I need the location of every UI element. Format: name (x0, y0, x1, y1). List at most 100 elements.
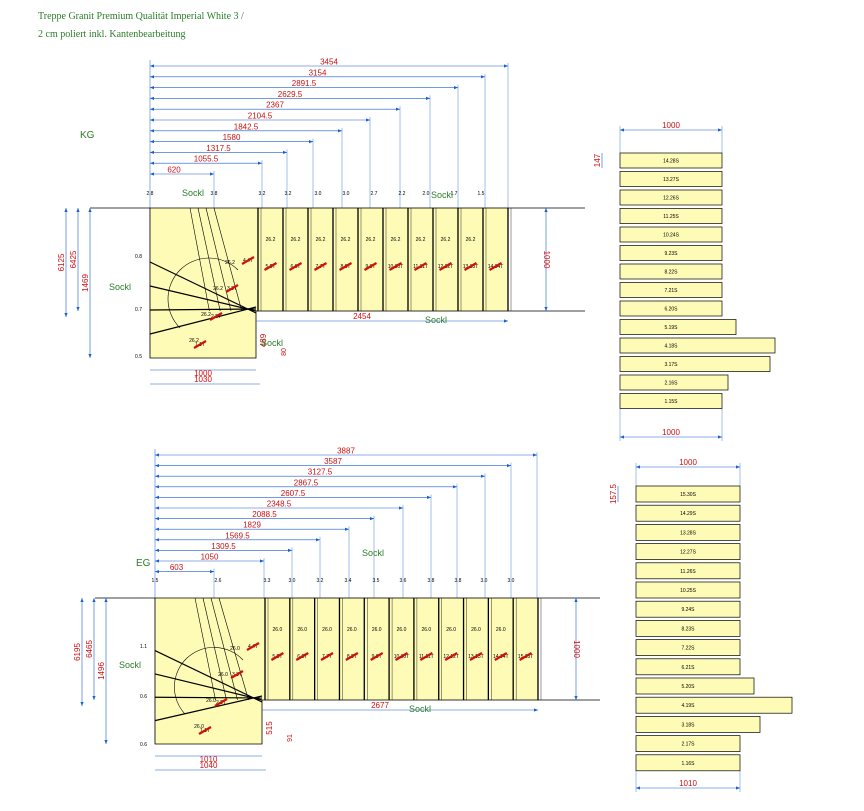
top-dim-arrow (370, 517, 374, 521)
step-depth: 26.0 (322, 627, 332, 633)
slab (619, 300, 723, 317)
top-dimension: 2891.5 (292, 79, 317, 88)
step-depth: 26.2 (416, 237, 426, 243)
red-marker (488, 262, 503, 271)
right-dim-arrow (574, 598, 578, 602)
slab (619, 393, 723, 409)
red-marker (320, 652, 334, 661)
sockel-label: Sockl (109, 282, 131, 292)
top-dim-arrow (258, 161, 262, 165)
slab-label: 3.17S (664, 362, 678, 368)
red-marker (295, 652, 309, 661)
sockel-label: Sockl (431, 190, 453, 200)
left-dim-arrow (104, 598, 108, 602)
slab-width-dimension: 1000 (679, 458, 697, 467)
top-dim-arrow (288, 548, 292, 552)
slab (619, 337, 776, 354)
top-dim-arrow (150, 118, 154, 122)
top-dimension: 3587 (324, 457, 342, 466)
top-dim-arrow (155, 464, 159, 468)
edge-mark: 3.2 (317, 578, 324, 584)
top-dim-arrow (155, 506, 159, 510)
red-marker (444, 652, 458, 661)
step-depth: 26.2 (291, 237, 301, 243)
right-dim-arrow (544, 307, 548, 311)
slab-label: 10.24S (663, 233, 680, 239)
bottom-dimension: 1040 (200, 761, 218, 770)
edge-mark: 3.8 (455, 578, 462, 584)
slab (635, 754, 741, 772)
top-dim-arrow (155, 559, 159, 563)
left-dimension: 1469 (81, 274, 90, 292)
edge-mark: 3.2 (285, 191, 292, 197)
edge-mark: 3.0 (315, 191, 322, 197)
step-depth: 26.2 (466, 237, 476, 243)
slab-label: 6.21S (681, 665, 695, 671)
right-dimension: 1000 (572, 640, 581, 658)
bottom-dimension: 489 (259, 333, 268, 347)
slab (635, 600, 741, 618)
red-marker (313, 262, 328, 271)
floor-title: EG (136, 558, 151, 569)
straight-flight (264, 597, 539, 701)
slab-dim-arrow (620, 435, 624, 439)
red-marker (438, 262, 453, 271)
top-dim-arrow (150, 161, 154, 165)
sockel-label: Sockl (425, 315, 447, 325)
red-marker (241, 256, 255, 265)
bottom-dimension: 80 (281, 348, 288, 356)
red-marker (413, 262, 428, 271)
right-dimension: 1000 (542, 251, 551, 269)
top-dim-arrow (150, 75, 154, 79)
right-dim-arrow (544, 208, 548, 212)
winder-area (154, 597, 266, 745)
slab (619, 282, 723, 298)
side-mark: 0.7 (135, 307, 142, 313)
slab-width-dimension: 1010 (679, 779, 697, 788)
top-dim-arrow (155, 517, 159, 521)
slab-dim-arrow (620, 128, 624, 132)
sockel-label: Sockl (261, 338, 283, 348)
slab-label: 8.23S (681, 626, 695, 632)
sockel-label: Sockl (119, 660, 141, 670)
sockel-label: Sockl (362, 548, 384, 558)
top-dim-arrow (155, 527, 159, 531)
top-dim-arrow (155, 453, 159, 457)
slab-label: 2.16S (664, 381, 678, 387)
step-depth: 26.2 (189, 338, 199, 344)
step-depth: 26.0 (446, 627, 456, 633)
slab-label: 9.23S (664, 251, 678, 257)
slab-label: 11.25S (663, 214, 679, 220)
top-dim-arrow (150, 96, 154, 100)
top-dim-arrow (426, 96, 430, 100)
step-depth: 26.2 (266, 237, 276, 243)
top-dimension: 1317.5 (206, 144, 231, 153)
edge-mark: 1.7 (451, 191, 458, 197)
top-dimension: 1050 (201, 553, 219, 562)
top-dim-arrow (504, 64, 508, 68)
slab-label: 1.15S (664, 399, 678, 405)
step-depth: 26.0 (372, 627, 382, 633)
top-dimension: 1055.5 (194, 155, 219, 164)
left-dimension: 6425 (69, 250, 78, 268)
top-dim-arrow (150, 172, 154, 176)
slab-label: 4.18S (664, 344, 678, 350)
left-dim-arrow (64, 313, 68, 317)
slab-label: 14.29S (680, 511, 697, 517)
slab (619, 374, 729, 391)
sockel-label: Sockl (182, 188, 204, 198)
left-dim-arrow (104, 740, 108, 744)
winder-edge (154, 673, 263, 701)
red-marker (193, 340, 207, 349)
winder-edge (154, 695, 263, 722)
slab (635, 543, 741, 560)
red-marker (246, 642, 260, 651)
slab-label: 6.20S (664, 307, 678, 313)
top-dimension: 620 (167, 166, 181, 175)
winder-edge (213, 207, 243, 312)
red-marker (388, 262, 403, 271)
slab (619, 152, 723, 169)
slab (619, 189, 723, 206)
slab-label: 14.28S (663, 159, 680, 165)
slab (635, 716, 761, 733)
